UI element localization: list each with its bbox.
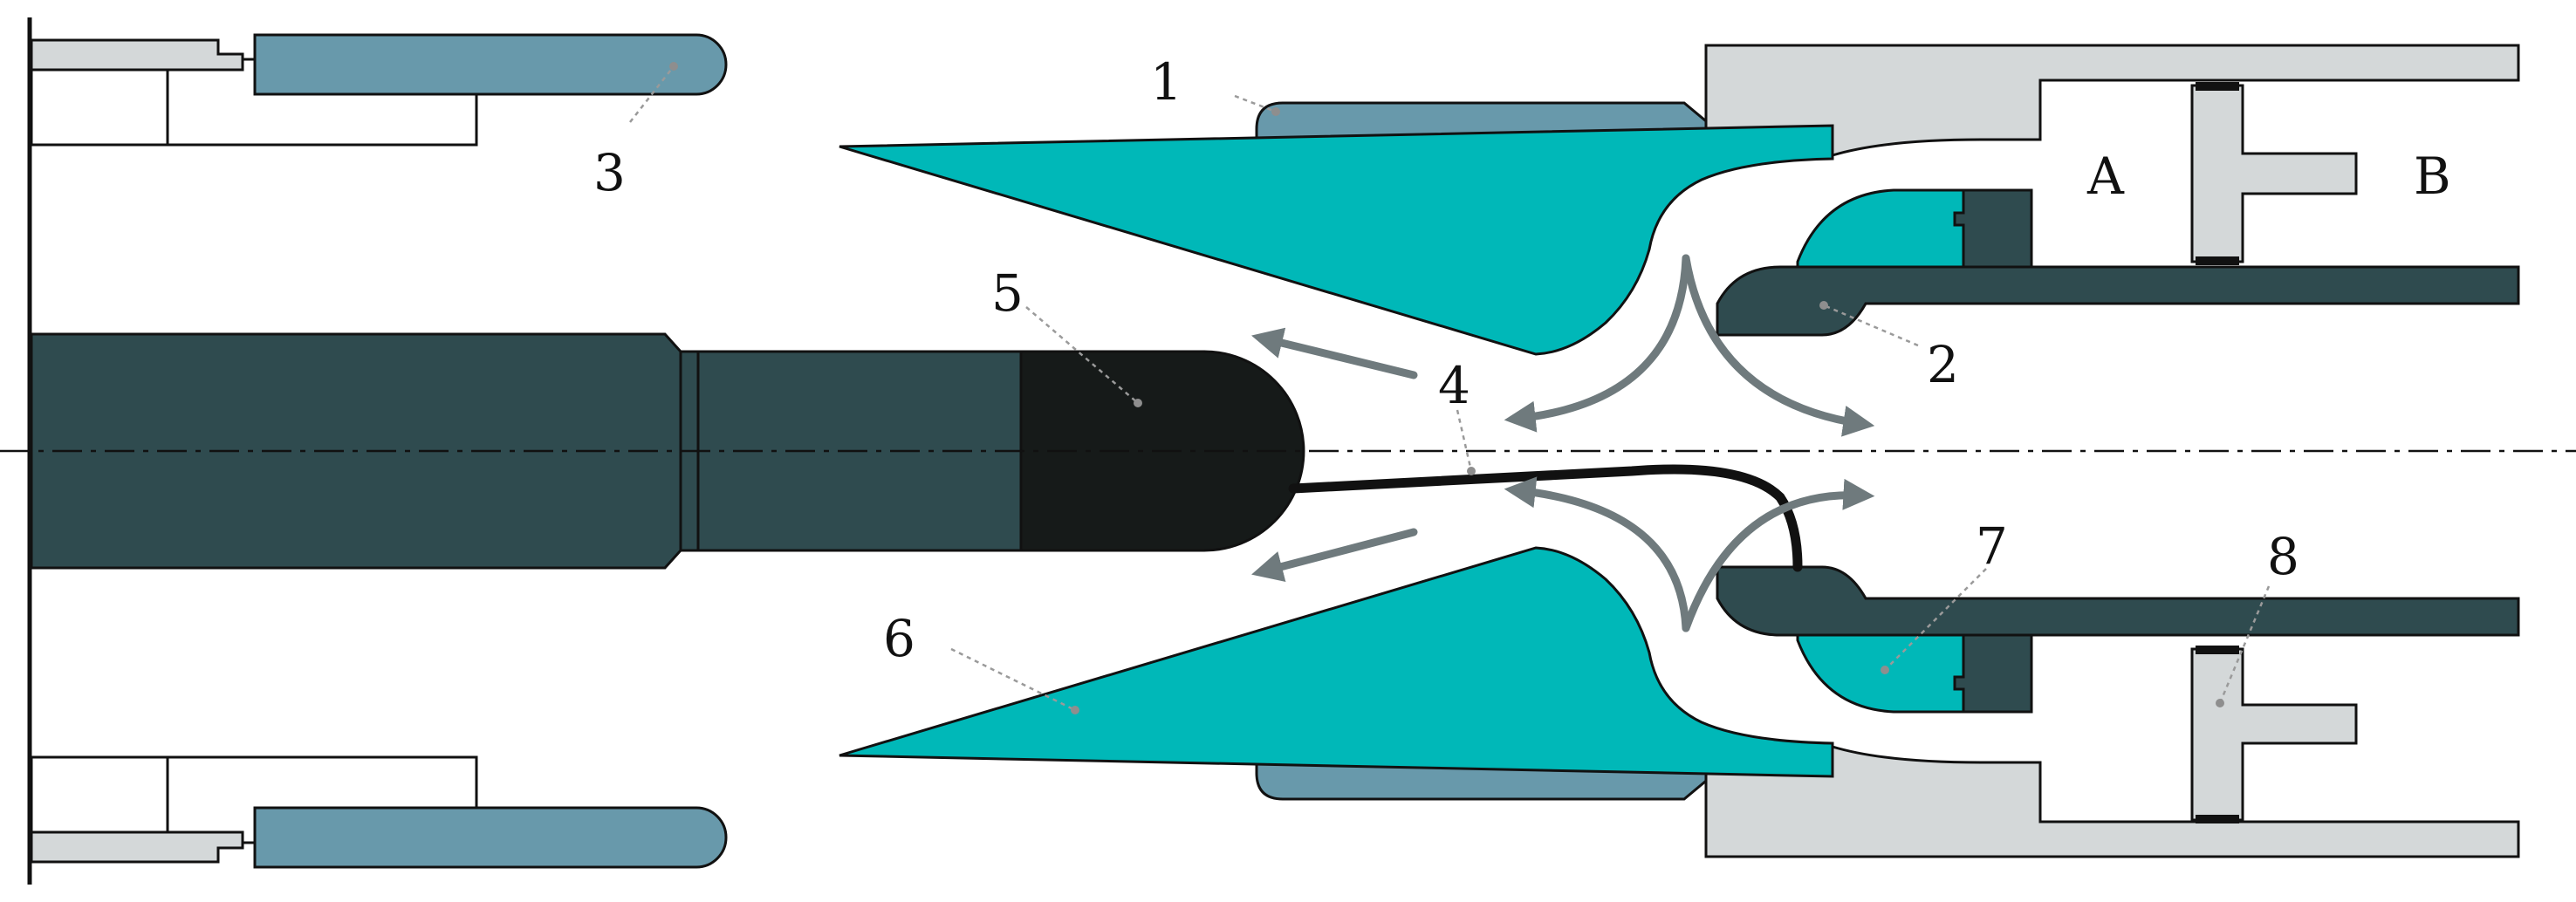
- flow-arrow-lower-left: [1251, 528, 1418, 582]
- wire-4: [1288, 464, 1803, 572]
- punch-assembly: [30, 332, 1305, 570]
- die-6: [839, 546, 1834, 778]
- leader-dot-2: [1819, 301, 1828, 310]
- flow-arrow-upper-split-right: [1682, 254, 1875, 437]
- label-5: 5: [991, 263, 1024, 323]
- label-B: B: [2414, 147, 2451, 206]
- leader-5: [1025, 306, 1139, 404]
- flow-arrow-upper-split-left: [1504, 254, 1690, 433]
- mandrel-2: [1716, 265, 2520, 337]
- seal-upper-top: [2196, 82, 2239, 91]
- flow-arrow-lower-split-right: [1682, 478, 1875, 632]
- label-8: 8: [2267, 527, 2299, 586]
- piston-8: [2190, 646, 2358, 823]
- housing-upper: [1704, 44, 2520, 157]
- clamp-3: [253, 33, 728, 96]
- die-upper: [839, 124, 1834, 356]
- leader-dot-3: [669, 62, 678, 71]
- leader-dot-4: [1467, 467, 1476, 475]
- piston-upper-body: [2190, 84, 2358, 263]
- seal-lower-bottom: [2196, 815, 2239, 823]
- flow-arrow-lower-split-left: [1504, 476, 1690, 632]
- flow-arrows: [1251, 254, 1875, 632]
- flow-arrow-upper-left: [1251, 327, 1418, 379]
- piston-lower-body: [2190, 647, 2358, 822]
- leader-dot-1: [1271, 107, 1280, 116]
- leader-dot-8: [2216, 699, 2224, 707]
- leader-dot-7: [1881, 666, 1889, 674]
- label-7: 7: [1976, 516, 2008, 576]
- lower-left-clamp-assembly: [30, 755, 728, 869]
- label-3: 3: [593, 143, 626, 202]
- leader-3: [629, 65, 675, 123]
- label-2: 2: [1927, 335, 1959, 394]
- leader-1: [1234, 94, 1277, 113]
- seal-lower-top: [2196, 646, 2239, 654]
- leader-7: [1884, 568, 1987, 671]
- label-4: 4: [1438, 356, 1470, 415]
- leader-dot-5: [1134, 399, 1142, 407]
- seal-upper-bottom: [2196, 256, 2239, 265]
- lower-clamp-rod: [30, 830, 244, 864]
- upper-clamp-rod: [30, 38, 244, 72]
- labels: 1 2 3 4 5 6 7 8 A B: [593, 52, 2451, 668]
- leader-8: [2218, 585, 2271, 704]
- housing-lower: [1704, 745, 2520, 858]
- mandrel-lower: [1716, 565, 2520, 637]
- leader-4: [1456, 409, 1473, 472]
- leader-dot-6: [1071, 706, 1079, 714]
- mandrel-inner-lower: [1953, 632, 2033, 714]
- leader-6: [950, 647, 1076, 712]
- upper-left-clamp-assembly: [30, 33, 728, 147]
- piston-upper: [2190, 82, 2358, 265]
- label-A: A: [2086, 147, 2125, 206]
- mandrel-inner-upper: [1953, 188, 2033, 270]
- leader-lines: [629, 62, 2271, 714]
- label-6: 6: [883, 609, 915, 668]
- label-1: 1: [1150, 52, 1182, 112]
- lower-clamp: [253, 806, 728, 869]
